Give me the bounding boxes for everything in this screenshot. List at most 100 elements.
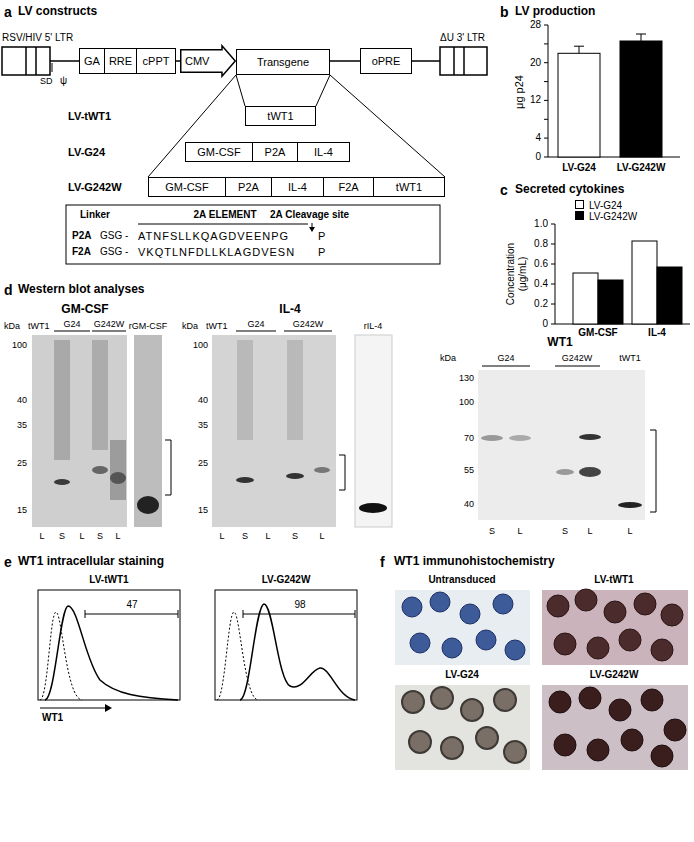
- category-label: LV-G242W: [617, 162, 666, 174]
- histogram-frame: [215, 590, 357, 700]
- cell: [402, 597, 422, 617]
- lane-smear: [287, 340, 303, 440]
- cell: [409, 731, 431, 753]
- blot-title: IL-4: [279, 303, 300, 317]
- lane-label: L: [265, 531, 270, 541]
- axis-arrow: [40, 708, 105, 709]
- unit-label: kDa: [182, 321, 198, 331]
- marker-size: 35: [198, 420, 208, 430]
- cell: [604, 601, 626, 623]
- lane-label: L: [219, 531, 224, 541]
- cleavage-arrowhead: [309, 227, 315, 232]
- element-name: ψ: [60, 75, 67, 87]
- element-label: CMV: [185, 55, 209, 68]
- element-label: IL-4: [288, 181, 307, 194]
- element-name: SD: [40, 76, 53, 86]
- bracket: [165, 440, 171, 495]
- marker-size: 100: [459, 397, 474, 407]
- linker-sequence: GSG -: [100, 230, 128, 242]
- table-frame: [66, 205, 440, 264]
- element-name: RSV/HIV 5' LTR: [2, 32, 73, 44]
- bar: [620, 41, 662, 157]
- construct-element: Transgene: [236, 49, 330, 75]
- lane-header: G242W: [94, 319, 125, 329]
- ltr-divider: [463, 47, 465, 75]
- element-label: cPPT: [143, 55, 170, 68]
- axis-title: WT1: [42, 712, 63, 724]
- construct-name: LV-G24: [68, 146, 105, 159]
- lane-label: L: [115, 531, 120, 541]
- marker-size: 40: [17, 395, 27, 405]
- marker-size: 35: [17, 420, 27, 430]
- panel-title: Secreted cytokines: [515, 183, 624, 197]
- protein-band: [556, 469, 574, 475]
- bar: [573, 273, 598, 324]
- construct-element: cPPT: [136, 48, 176, 74]
- construct-name: LV-tWT1: [68, 110, 111, 123]
- lane-header: G242W: [562, 353, 593, 363]
- element-label: P2A: [238, 181, 259, 194]
- peptide-sequence: ATNFSLLKQAGDVEENPG: [138, 230, 289, 243]
- lane-header: G242W: [293, 319, 324, 329]
- lane-header: tWT1: [619, 353, 641, 363]
- protein-band: [481, 435, 503, 441]
- construct-element: tWT1: [373, 177, 445, 197]
- micrograph: [395, 589, 688, 770]
- ltr-box: [440, 47, 487, 75]
- axis-line: [548, 25, 680, 157]
- arrow-outline: [181, 46, 236, 77]
- cell: [619, 629, 641, 651]
- tick-label: 20: [530, 57, 541, 69]
- cell: [504, 741, 526, 763]
- cell: [505, 640, 525, 660]
- marker-size: 70: [464, 433, 474, 443]
- protein-band: [579, 434, 601, 440]
- construct-element: GM-CSF: [148, 177, 226, 197]
- marker-size: 100: [12, 340, 27, 350]
- axis-title: Concentration (μg/mL): [505, 232, 528, 316]
- lane-label: S: [97, 531, 103, 541]
- group-underline: [482, 366, 600, 367]
- cell: [442, 638, 462, 658]
- sample-name: LV-tWT1: [594, 574, 633, 586]
- construct-element: F2A: [323, 177, 374, 197]
- lane-label: S: [59, 531, 65, 541]
- marker-size: 55: [464, 465, 474, 475]
- sample-name: LV-G242W: [262, 574, 311, 586]
- lane-smear: [110, 440, 126, 500]
- cell: [476, 630, 496, 650]
- cell: [609, 699, 631, 721]
- expansion-line: [236, 75, 245, 106]
- stained-cells: [547, 589, 683, 661]
- lane-smear: [54, 340, 70, 460]
- bar-chart: [544, 25, 680, 157]
- protein-band: [236, 477, 254, 483]
- cell: [476, 727, 498, 749]
- lane-label: S: [292, 531, 298, 541]
- marker-size: 25: [17, 458, 27, 468]
- protein-band: [137, 496, 159, 514]
- sample-name: Untransduced: [428, 574, 495, 586]
- element-label: GM-CSF: [165, 181, 208, 194]
- tick-label: 0: [535, 151, 541, 163]
- cell: [575, 589, 597, 611]
- construct-element: tWT1: [245, 106, 316, 126]
- cell: [554, 633, 576, 655]
- cell: [554, 734, 576, 756]
- element-label: P2A: [265, 146, 286, 159]
- lane-label: L: [79, 531, 84, 541]
- cell: [493, 594, 513, 614]
- ltr-divider: [453, 47, 455, 75]
- construct-name: LV-G242W: [68, 181, 122, 194]
- blot-title: GM-CSF: [61, 303, 108, 317]
- sample-name: LV-G24: [445, 669, 479, 681]
- marker-size: 25: [198, 458, 208, 468]
- lane-header: tWT1: [206, 321, 228, 331]
- axis-arrowhead: [105, 704, 112, 712]
- cell: [661, 604, 683, 626]
- legend-label: LV-G242W: [589, 210, 637, 221]
- panel-title: LV constructs: [18, 5, 97, 19]
- lane-header: G24: [247, 319, 264, 329]
- tick-label: 28: [530, 19, 541, 31]
